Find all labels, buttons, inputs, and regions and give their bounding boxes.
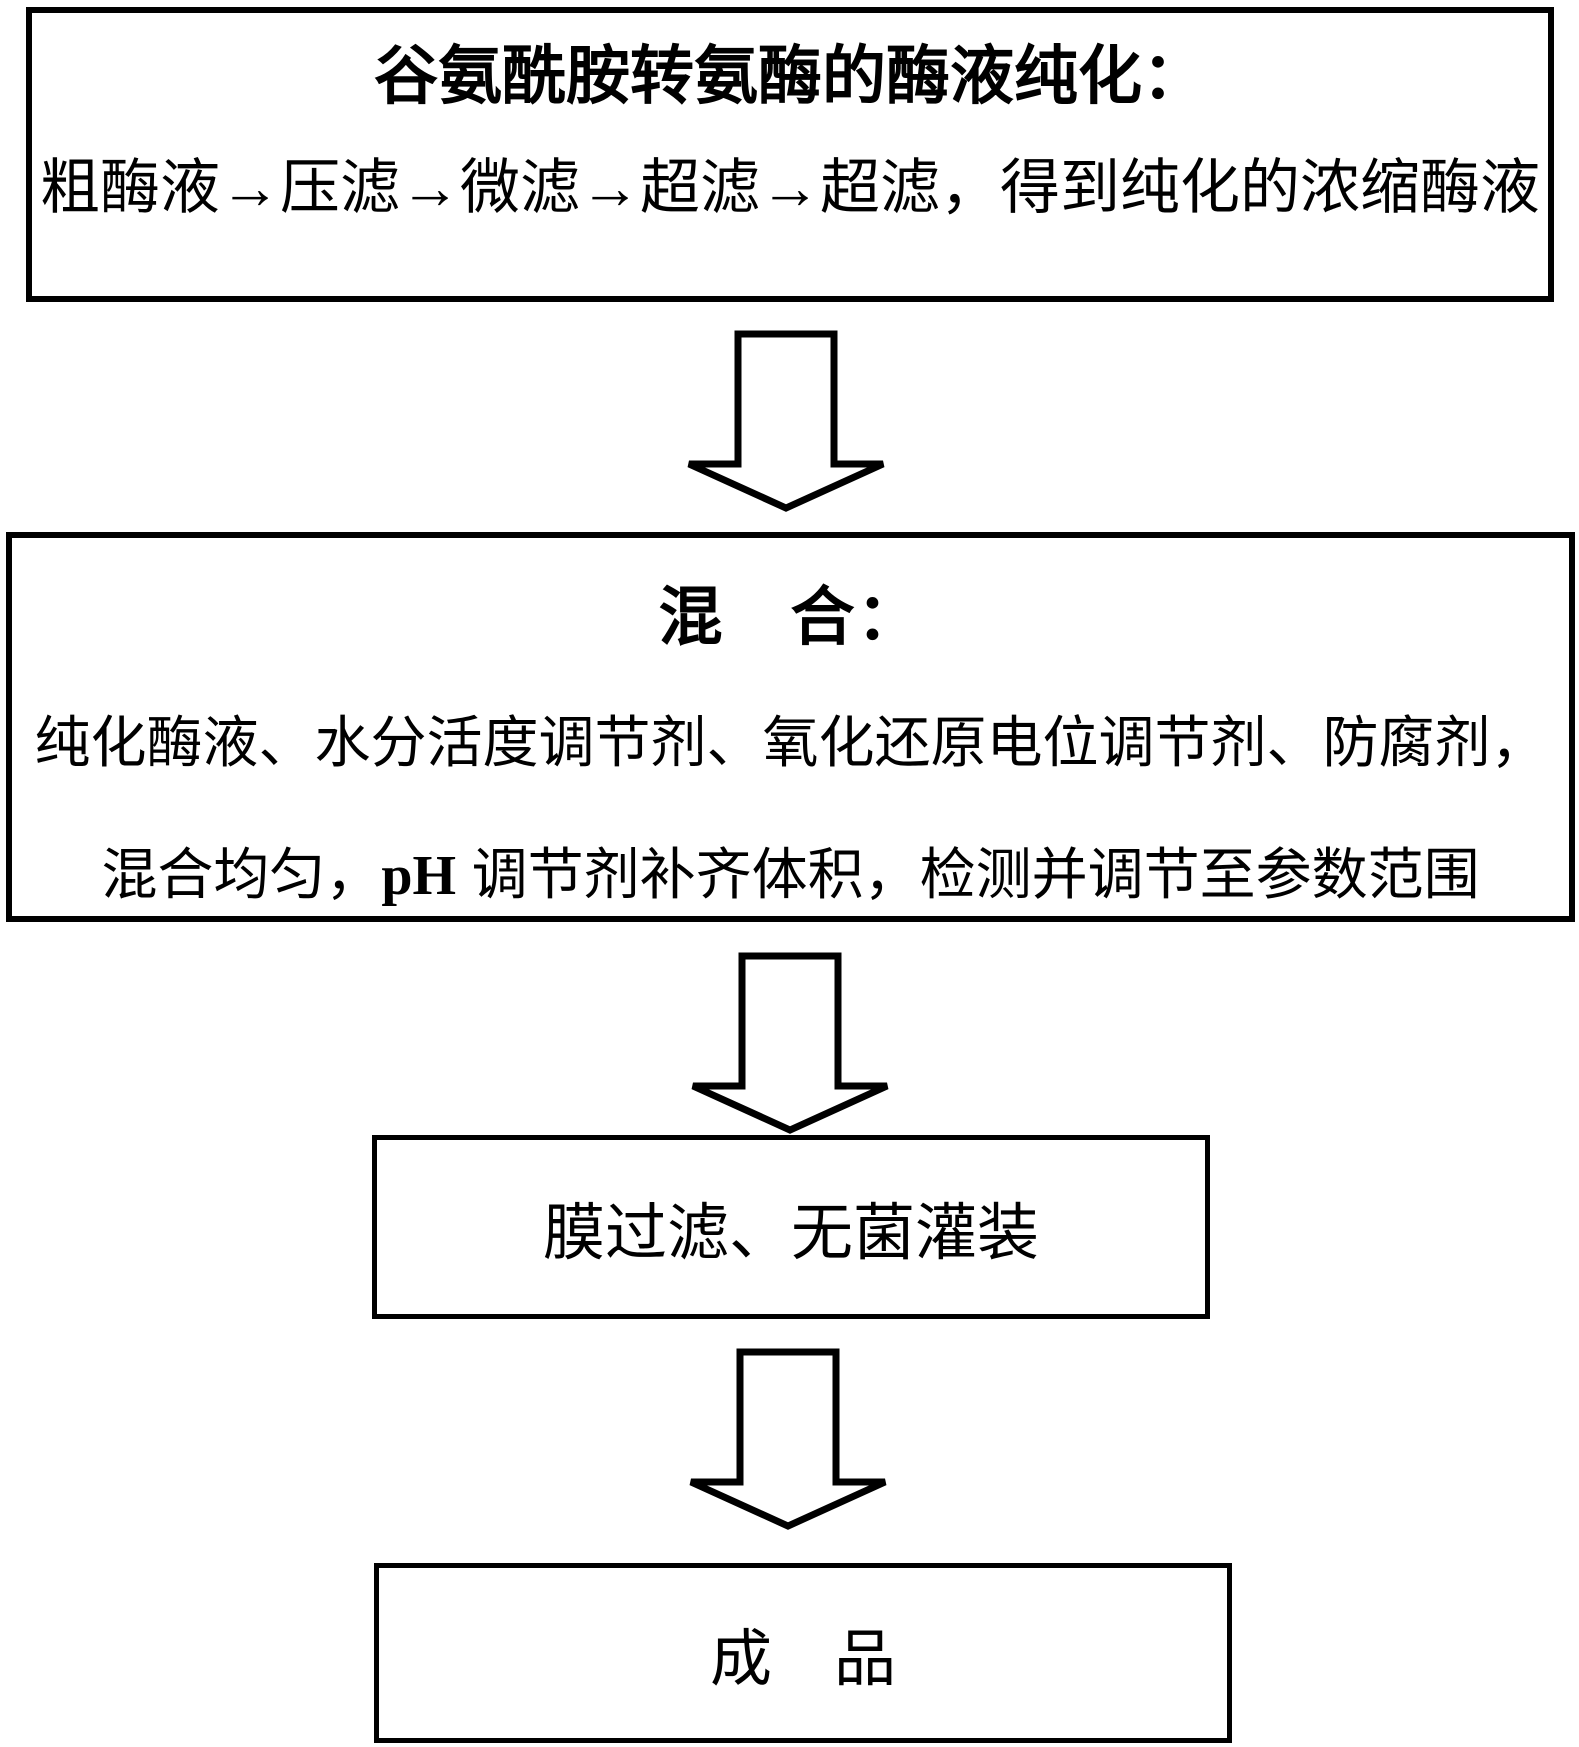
down-arrow-icon	[688, 1348, 888, 1530]
process-box-mixing: 混 合： 纯化酶液、水分活度调节剂、氧化还原电位调节剂、防腐剂， 混合均匀，pH…	[6, 532, 1575, 922]
filtration-label: 膜过滤、无菌灌装	[542, 1199, 1039, 1268]
product-label: 成 品	[709, 1625, 896, 1694]
down-arrow-icon	[686, 330, 886, 512]
mixing-ingredients-line: 纯化酶液、水分活度调节剂、氧化还原电位调节剂、防腐剂，	[34, 711, 1547, 775]
ph-label: pH	[381, 844, 457, 907]
mixing-adjustment-line: 混合均匀，pH 调节剂补齐体积，检测并调节至参数范围	[12, 844, 1569, 908]
down-arrow-icon	[690, 952, 890, 1134]
process-box-filtration: 膜过滤、无菌灌装	[372, 1135, 1210, 1319]
mixing-line2-suffix: 调节剂补齐体积，检测并调节至参数范围	[456, 842, 1480, 906]
mixing-title: 混 合：	[658, 581, 923, 653]
process-box-purification: 谷氨酰胺转氨酶的酶液纯化： 粗酶液→压滤→微滤→超滤→超滤，得到纯化的浓缩酶液	[26, 7, 1554, 302]
purification-flow-sequence: 粗酶液→压滤→微滤→超滤→超滤，得到纯化的浓缩酶液	[40, 154, 1540, 222]
mixing-line2-prefix: 混合均匀，	[101, 842, 382, 906]
process-box-product: 成 品	[374, 1563, 1232, 1743]
purification-title: 谷氨酰胺转氨酶的酶液纯化：	[374, 40, 1206, 112]
